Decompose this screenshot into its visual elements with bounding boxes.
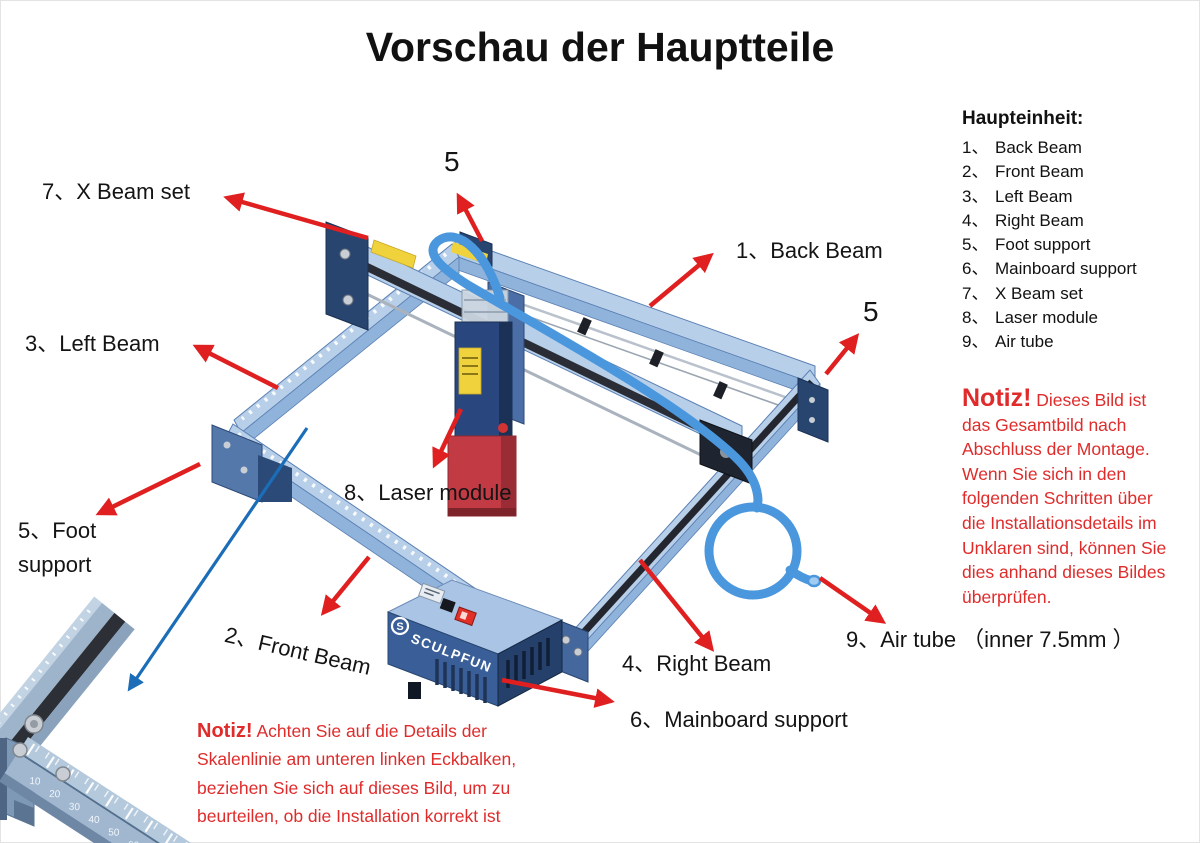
inset-left-beam — [0, 596, 135, 774]
parts-list: Haupteinheit: 1、Back Beam 2、Front Beam 3… — [962, 108, 1192, 355]
arrow-foot-support — [95, 461, 201, 516]
label-right-beam: 4、Right Beam — [622, 651, 772, 676]
arrow-mainboard-support — [501, 677, 615, 708]
note-body: Achten Sie auf die Details der Skalenlin… — [197, 721, 517, 827]
arrow-x-beam-set — [223, 192, 369, 241]
label-back-beam: 1、Back Beam — [736, 238, 883, 263]
arrow-foot-right — [824, 333, 860, 376]
mainboard-support-box: S SCULPFUN — [386, 579, 564, 707]
parts-list-item: 6、Mainboard support — [962, 259, 1137, 279]
arrow-back-beam — [648, 252, 714, 308]
parts-list-item: 9、Air tube — [962, 332, 1054, 352]
parts-list-item: 5、Foot support — [962, 235, 1091, 255]
top-label — [418, 582, 446, 605]
arrow-air-tube — [818, 576, 887, 624]
arrow-corner-detail — [127, 427, 309, 692]
inset-ruler-numbers: 10 20 30 40 50 60 — [29, 776, 140, 843]
note-title: Notiz! — [197, 720, 253, 742]
laser-module — [447, 281, 525, 517]
inset-front-beam: 10 20 30 40 50 60 — [0, 737, 200, 843]
parts-list-item: 1、Back Beam — [962, 138, 1082, 157]
svg-text:10: 10 — [29, 776, 41, 788]
air-tube — [428, 232, 822, 600]
label-foot-marker-top: 5 — [444, 146, 460, 177]
label-foot-marker-right: 5 — [863, 296, 879, 327]
svg-text:50: 50 — [108, 827, 120, 839]
label-left-beam: 3、Left Beam — [25, 331, 160, 356]
arrow-front-beam — [320, 555, 371, 616]
callout-arrows — [95, 192, 887, 708]
parts-list-heading: Haupteinheit: — [962, 108, 1084, 129]
parts-list-item: 4、Right Beam — [962, 210, 1084, 230]
label-air-tube: 9、Air tube （inner 7.5mm ） — [846, 627, 1135, 652]
vent-slots-side — [506, 638, 550, 688]
arrow-laser-module — [432, 408, 464, 469]
right-beam — [559, 369, 821, 673]
note-title: Notiz! — [962, 384, 1032, 412]
parts-list-item: 3、Left Beam — [962, 186, 1073, 206]
label-foot-support: 5、Foot support — [18, 518, 97, 577]
label-laser-module: 8、Laser module — [344, 480, 512, 505]
svg-text:60: 60 — [128, 840, 140, 843]
arrow-right-beam — [638, 558, 715, 652]
label-x-beam-set: 7、X Beam set — [42, 179, 190, 204]
arrow-foot-top — [456, 192, 484, 243]
parts-list-item: 8、Laser module — [962, 308, 1099, 328]
note-assembly-overview: Notiz! Dieses Bild ist das Gesamtbild na… — [962, 386, 1178, 609]
usb-port — [439, 597, 456, 613]
note-scale-line: Notiz! Achten Sie auf die Details der Sk… — [197, 717, 553, 831]
parts-list-item: 7、X Beam set — [962, 283, 1083, 303]
note-body: Dieses Bild ist das Gesamtbild nach Absc… — [962, 390, 1167, 607]
page-title: Vorschau der Hauptteile — [365, 24, 835, 70]
brand-logo-initial: S — [396, 621, 403, 633]
foot-back-right — [797, 377, 829, 443]
arrow-left-beam — [192, 344, 280, 391]
label-mainboard-support: 6、Mainboard support — [630, 707, 848, 732]
inset-screw — [12, 742, 28, 758]
vent-slots-front — [435, 659, 487, 703]
inset-screw — [55, 766, 71, 782]
corner-detail-inset: 10 20 30 40 50 60 — [0, 596, 200, 843]
svg-text:40: 40 — [88, 814, 100, 826]
svg-text:20: 20 — [49, 789, 61, 801]
parts-list-item: 2、Front Beam — [962, 162, 1084, 182]
power-inlet — [408, 682, 421, 699]
x-beam-set — [325, 221, 753, 485]
power-switch — [454, 606, 477, 627]
svg-text:30: 30 — [69, 802, 81, 814]
